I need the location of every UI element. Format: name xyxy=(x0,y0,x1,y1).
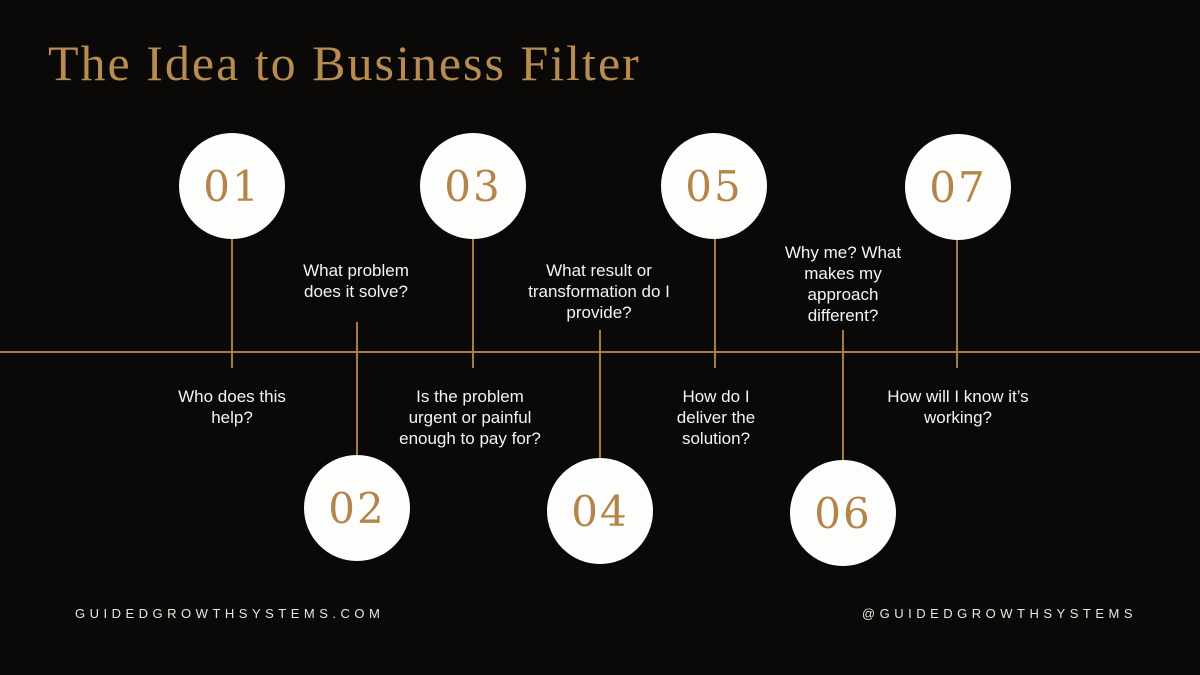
step-2-number: 02 xyxy=(328,483,386,533)
step-4-stem xyxy=(599,330,601,458)
step-2-circle: 02 xyxy=(304,455,410,561)
step-7-stem xyxy=(956,238,958,368)
step-2-stem xyxy=(356,322,358,455)
step-3-question: Is the problem urgent or painful enough … xyxy=(399,387,541,448)
step-5-circle: 05 xyxy=(661,133,767,239)
step-6-stem xyxy=(842,330,844,460)
step-7-number: 07 xyxy=(929,162,987,212)
step-7-question: How will I know it’s working? xyxy=(887,387,1029,427)
step-6-question: Why me? What makes my approach different… xyxy=(784,243,902,325)
step-7-circle: 07 xyxy=(905,134,1011,240)
step-1-number: 01 xyxy=(203,161,261,211)
step-3-stem xyxy=(472,238,474,368)
step-5-question: How do I deliver the solution? xyxy=(676,387,756,448)
step-3-number: 03 xyxy=(444,161,502,211)
step-5-number: 05 xyxy=(685,161,743,211)
step-1-circle: 01 xyxy=(179,133,285,239)
step-6-circle: 06 xyxy=(790,460,896,566)
step-1-question: Who does this help? xyxy=(178,387,286,427)
footer-website: GUIDEDGROWTHSYSTEMS.COM xyxy=(75,606,385,621)
step-4-question: What result or transformation do I provi… xyxy=(528,261,670,322)
step-4-number: 04 xyxy=(571,486,629,536)
step-1-stem xyxy=(231,238,233,368)
step-5-stem xyxy=(714,238,716,368)
page-title: The Idea to Business Filter xyxy=(48,35,641,91)
step-6-number: 06 xyxy=(814,488,872,538)
step-4-circle: 04 xyxy=(547,458,653,564)
footer-social-handle: @GUIDEDGROWTHSYSTEMS xyxy=(861,606,1137,621)
step-3-circle: 03 xyxy=(420,133,526,239)
step-2-question: What problem does it solve? xyxy=(303,261,409,301)
